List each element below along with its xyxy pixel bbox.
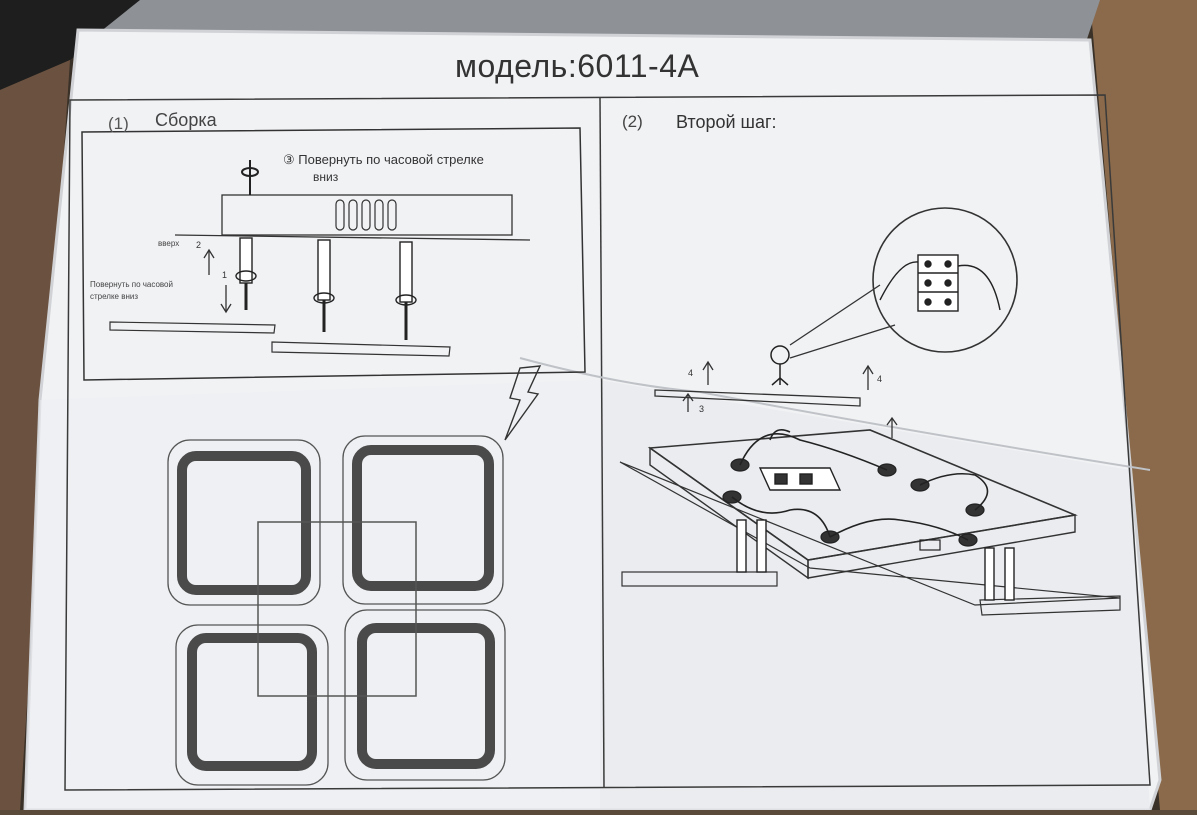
step2-number: (2) bbox=[622, 112, 643, 131]
canopy-plate bbox=[221, 194, 513, 236]
rod-2 bbox=[313, 239, 335, 332]
rod-1 bbox=[235, 237, 257, 310]
driver-box-icon bbox=[758, 467, 842, 491]
floor-bar-right bbox=[979, 595, 1121, 616]
up-note: вверх bbox=[158, 239, 180, 248]
rotate-note-line2: стрелке вниз bbox=[90, 292, 139, 301]
marker-2: 2 bbox=[196, 240, 202, 250]
model-title: модель:6011-4A bbox=[455, 48, 700, 84]
screwdriver-icon bbox=[770, 345, 790, 386]
down-arrow-icon bbox=[220, 285, 232, 314]
cardboard-right bbox=[1090, 0, 1197, 810]
lamp-body-right bbox=[271, 341, 451, 357]
mounting-bracket bbox=[654, 389, 861, 407]
wires bbox=[731, 429, 989, 541]
canopy-vents bbox=[335, 199, 397, 231]
floor-bar-left bbox=[621, 571, 778, 587]
fold-crease bbox=[519, 357, 1151, 471]
rod-3 bbox=[395, 241, 417, 340]
rotate-down-note: ③ Повернуть по часовой стрелке bbox=[283, 152, 484, 167]
step1-title: Сборка bbox=[155, 110, 217, 130]
terminal-block-icon bbox=[879, 254, 1001, 312]
marker-4-left: 4 bbox=[688, 368, 694, 378]
step2-title: Второй шаг: bbox=[676, 112, 777, 132]
page-border bbox=[64, 94, 1151, 791]
top-screw-icon bbox=[241, 160, 259, 195]
terminal-zoom-circle bbox=[872, 207, 1018, 353]
big-down-arrow-icon bbox=[504, 365, 542, 441]
rotate-down-note-line2: вниз bbox=[313, 170, 339, 184]
marker-4-right: 4 bbox=[877, 374, 883, 384]
arrow-up-icon bbox=[682, 360, 898, 438]
step1-detail-box bbox=[81, 127, 586, 381]
up-arrow-icon bbox=[203, 248, 215, 275]
step1-number: (1) bbox=[108, 114, 129, 133]
cardboard-left bbox=[0, 60, 70, 810]
marker-3: 3 bbox=[699, 404, 705, 414]
marker-1: 1 bbox=[222, 270, 228, 280]
support-rods bbox=[736, 519, 1015, 601]
lamp-body-left bbox=[109, 321, 276, 334]
lamp-squares bbox=[167, 435, 506, 786]
section-divider bbox=[599, 97, 605, 789]
rotate-note: Повернуть по часовой bbox=[90, 280, 173, 289]
